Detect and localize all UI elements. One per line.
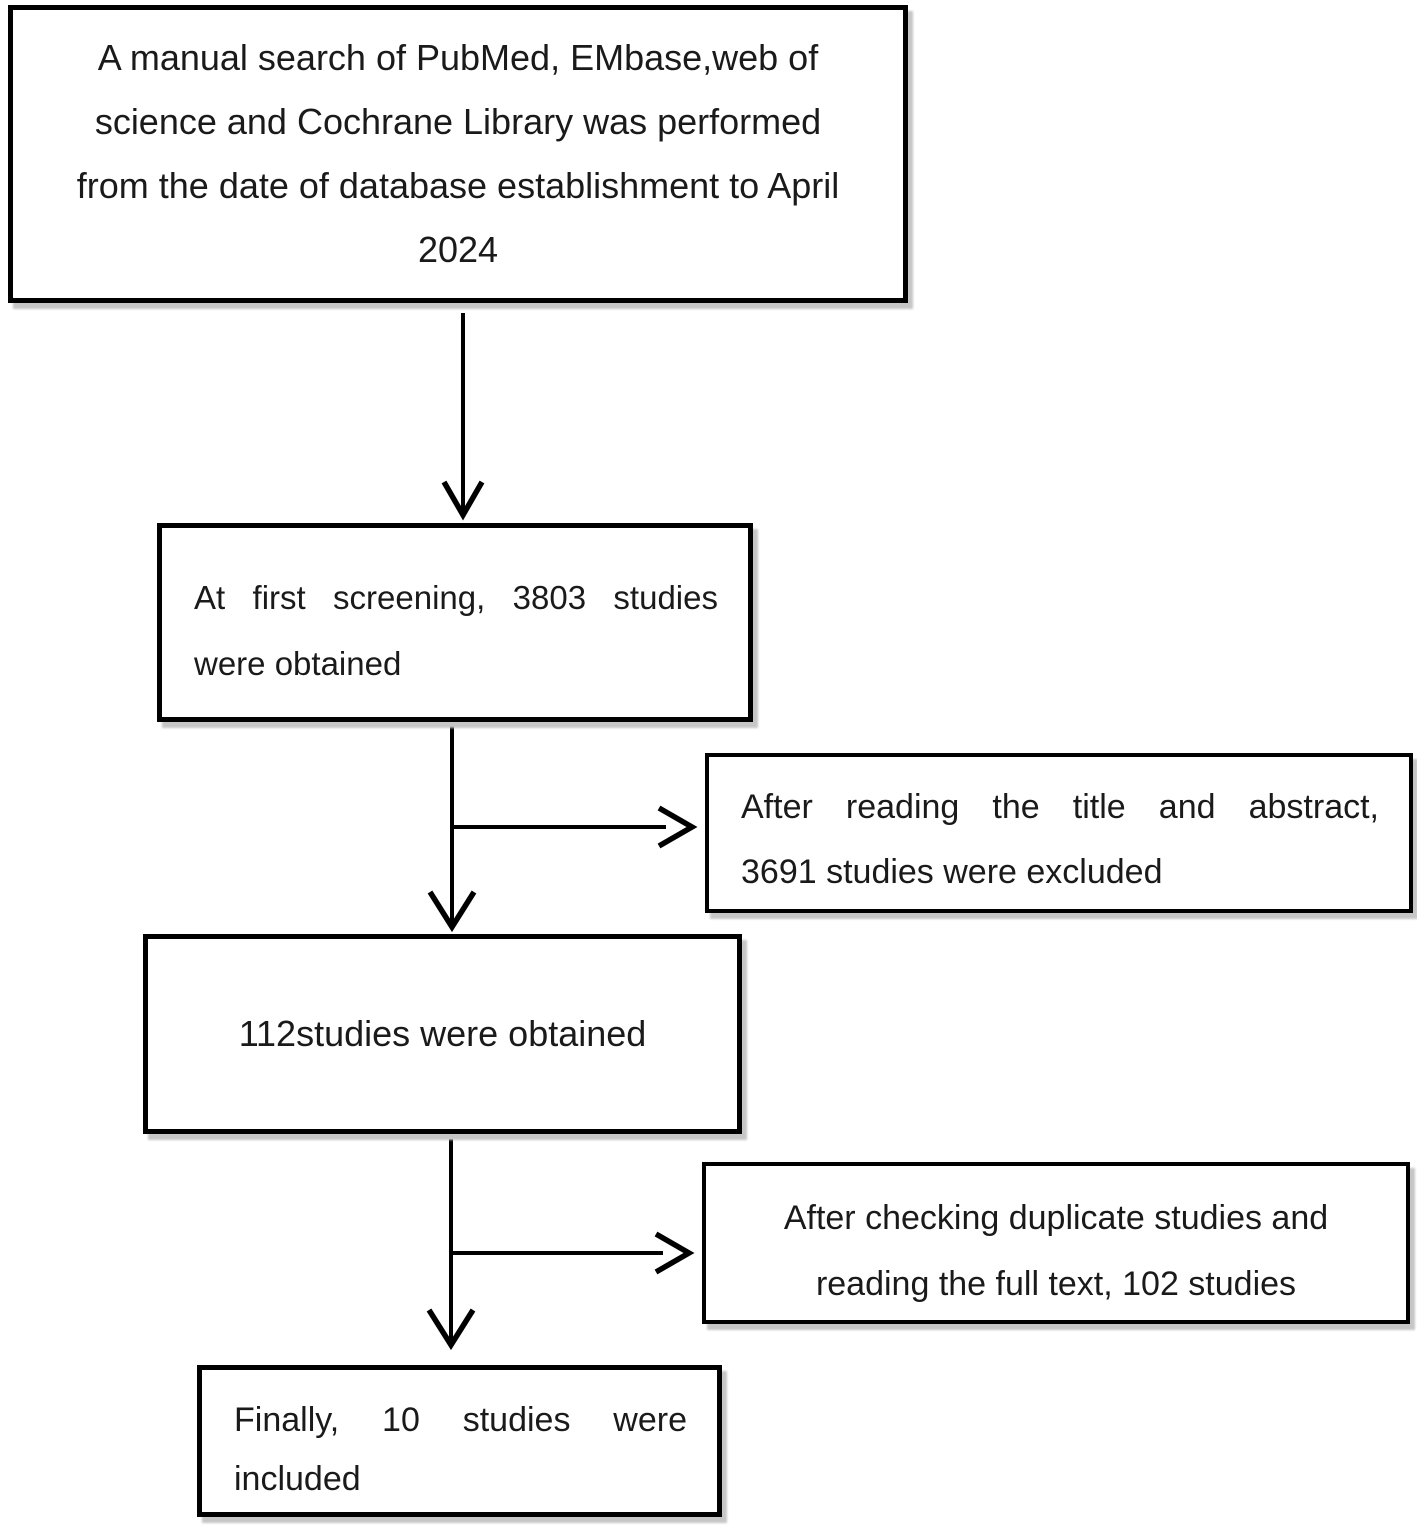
search-box-line: A manual search of PubMed, EMbase,web of: [97, 37, 819, 78]
arrow-screening-to-obtained: [427, 725, 477, 933]
studies-obtained-line: 112studies were obtained: [238, 1013, 647, 1054]
search-box: A manual search of PubMed, EMbase,web of…: [8, 5, 908, 303]
first-screening-box: At first screening, 3803 studies were ob…: [157, 523, 753, 722]
excluded-title-abstract-box: After reading the title and abstract, 36…: [705, 753, 1413, 913]
arrow-branch-to-excluded-title-abstract: [452, 805, 698, 849]
first-screening-line: were obtained: [194, 645, 402, 682]
search-box-line: science and Cochrane Library was perform…: [94, 101, 822, 142]
excluded-full-text-box: After checking duplicate studies and rea…: [702, 1162, 1410, 1324]
studies-obtained-box: 112studies were obtained: [143, 934, 742, 1134]
first-screening-line: At first screening, 3803 studies: [194, 579, 718, 616]
included-line: included: [234, 1460, 361, 1498]
excluded-title-abstract-line: After reading the title and abstract,: [741, 788, 1379, 826]
excluded-full-text-line: After checking duplicate studies and: [783, 1199, 1329, 1237]
included-box: Finally, 10 studies were included: [197, 1365, 722, 1517]
search-box-line: from the date of database establishment …: [76, 165, 840, 206]
search-box-line: 2024: [417, 229, 499, 270]
arrow-branch-to-excluded-full-text: [451, 1231, 695, 1275]
included-line: Finally, 10 studies were: [234, 1401, 687, 1439]
excluded-full-text-line: reading the full text, 102 studies: [815, 1265, 1297, 1303]
arrow-obtained-to-included: [426, 1139, 476, 1351]
excluded-title-abstract-line: 3691 studies were excluded: [741, 853, 1163, 891]
arrow-search-to-screening: [441, 313, 485, 521]
